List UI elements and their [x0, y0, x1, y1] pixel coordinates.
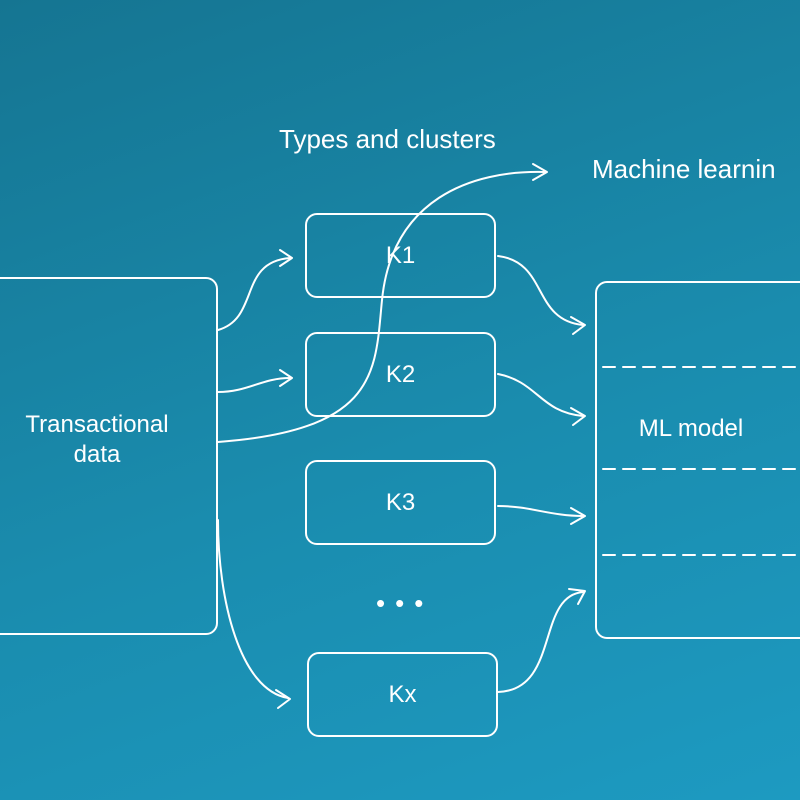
arrowhead-k3-model [570, 507, 586, 525]
arrow-k3-to-model [497, 505, 584, 517]
arrow-source-to-kx [217, 519, 289, 699]
arrow-source-to-k1 [217, 257, 291, 331]
arrow-kx-to-model [497, 591, 584, 693]
arrow-source-to-machine-learning [217, 170, 546, 443]
cluster-label-k1: K1 [385, 241, 416, 269]
cluster-label-kx: Kx [388, 680, 417, 708]
cluster-box-k1 [305, 213, 496, 298]
arrow-source-to-k2 [217, 377, 291, 393]
arrowhead-machine-learning [532, 163, 548, 181]
cluster-box-k3 [305, 460, 496, 545]
arrowhead-k2-model [570, 407, 586, 426]
arrowhead-k1 [279, 249, 293, 267]
ml-model-label: ML model [638, 415, 744, 442]
transactional-data-label: Transactional data [25, 411, 169, 468]
arrow-k2-to-model [497, 373, 584, 417]
arrow-k1-to-model [497, 255, 584, 326]
cluster-label-k3: K3 [385, 488, 416, 516]
more-clusters-ellipsis: ••• [376, 588, 434, 618]
machine-learning-heading: Machine learnin [592, 154, 776, 184]
cluster-box-k2 [305, 332, 496, 417]
types-and-clusters-heading: Types and clusters [279, 124, 496, 154]
ml-model-box [595, 281, 800, 639]
transactional-data-box [0, 277, 218, 635]
arrowhead-k1-model [570, 316, 586, 335]
arrowhead-kx-model [568, 588, 586, 605]
cluster-box-kx [307, 652, 498, 737]
arrowhead-kx [275, 689, 291, 709]
arrowhead-k2 [279, 369, 293, 387]
cluster-label-k2: K2 [385, 360, 416, 388]
